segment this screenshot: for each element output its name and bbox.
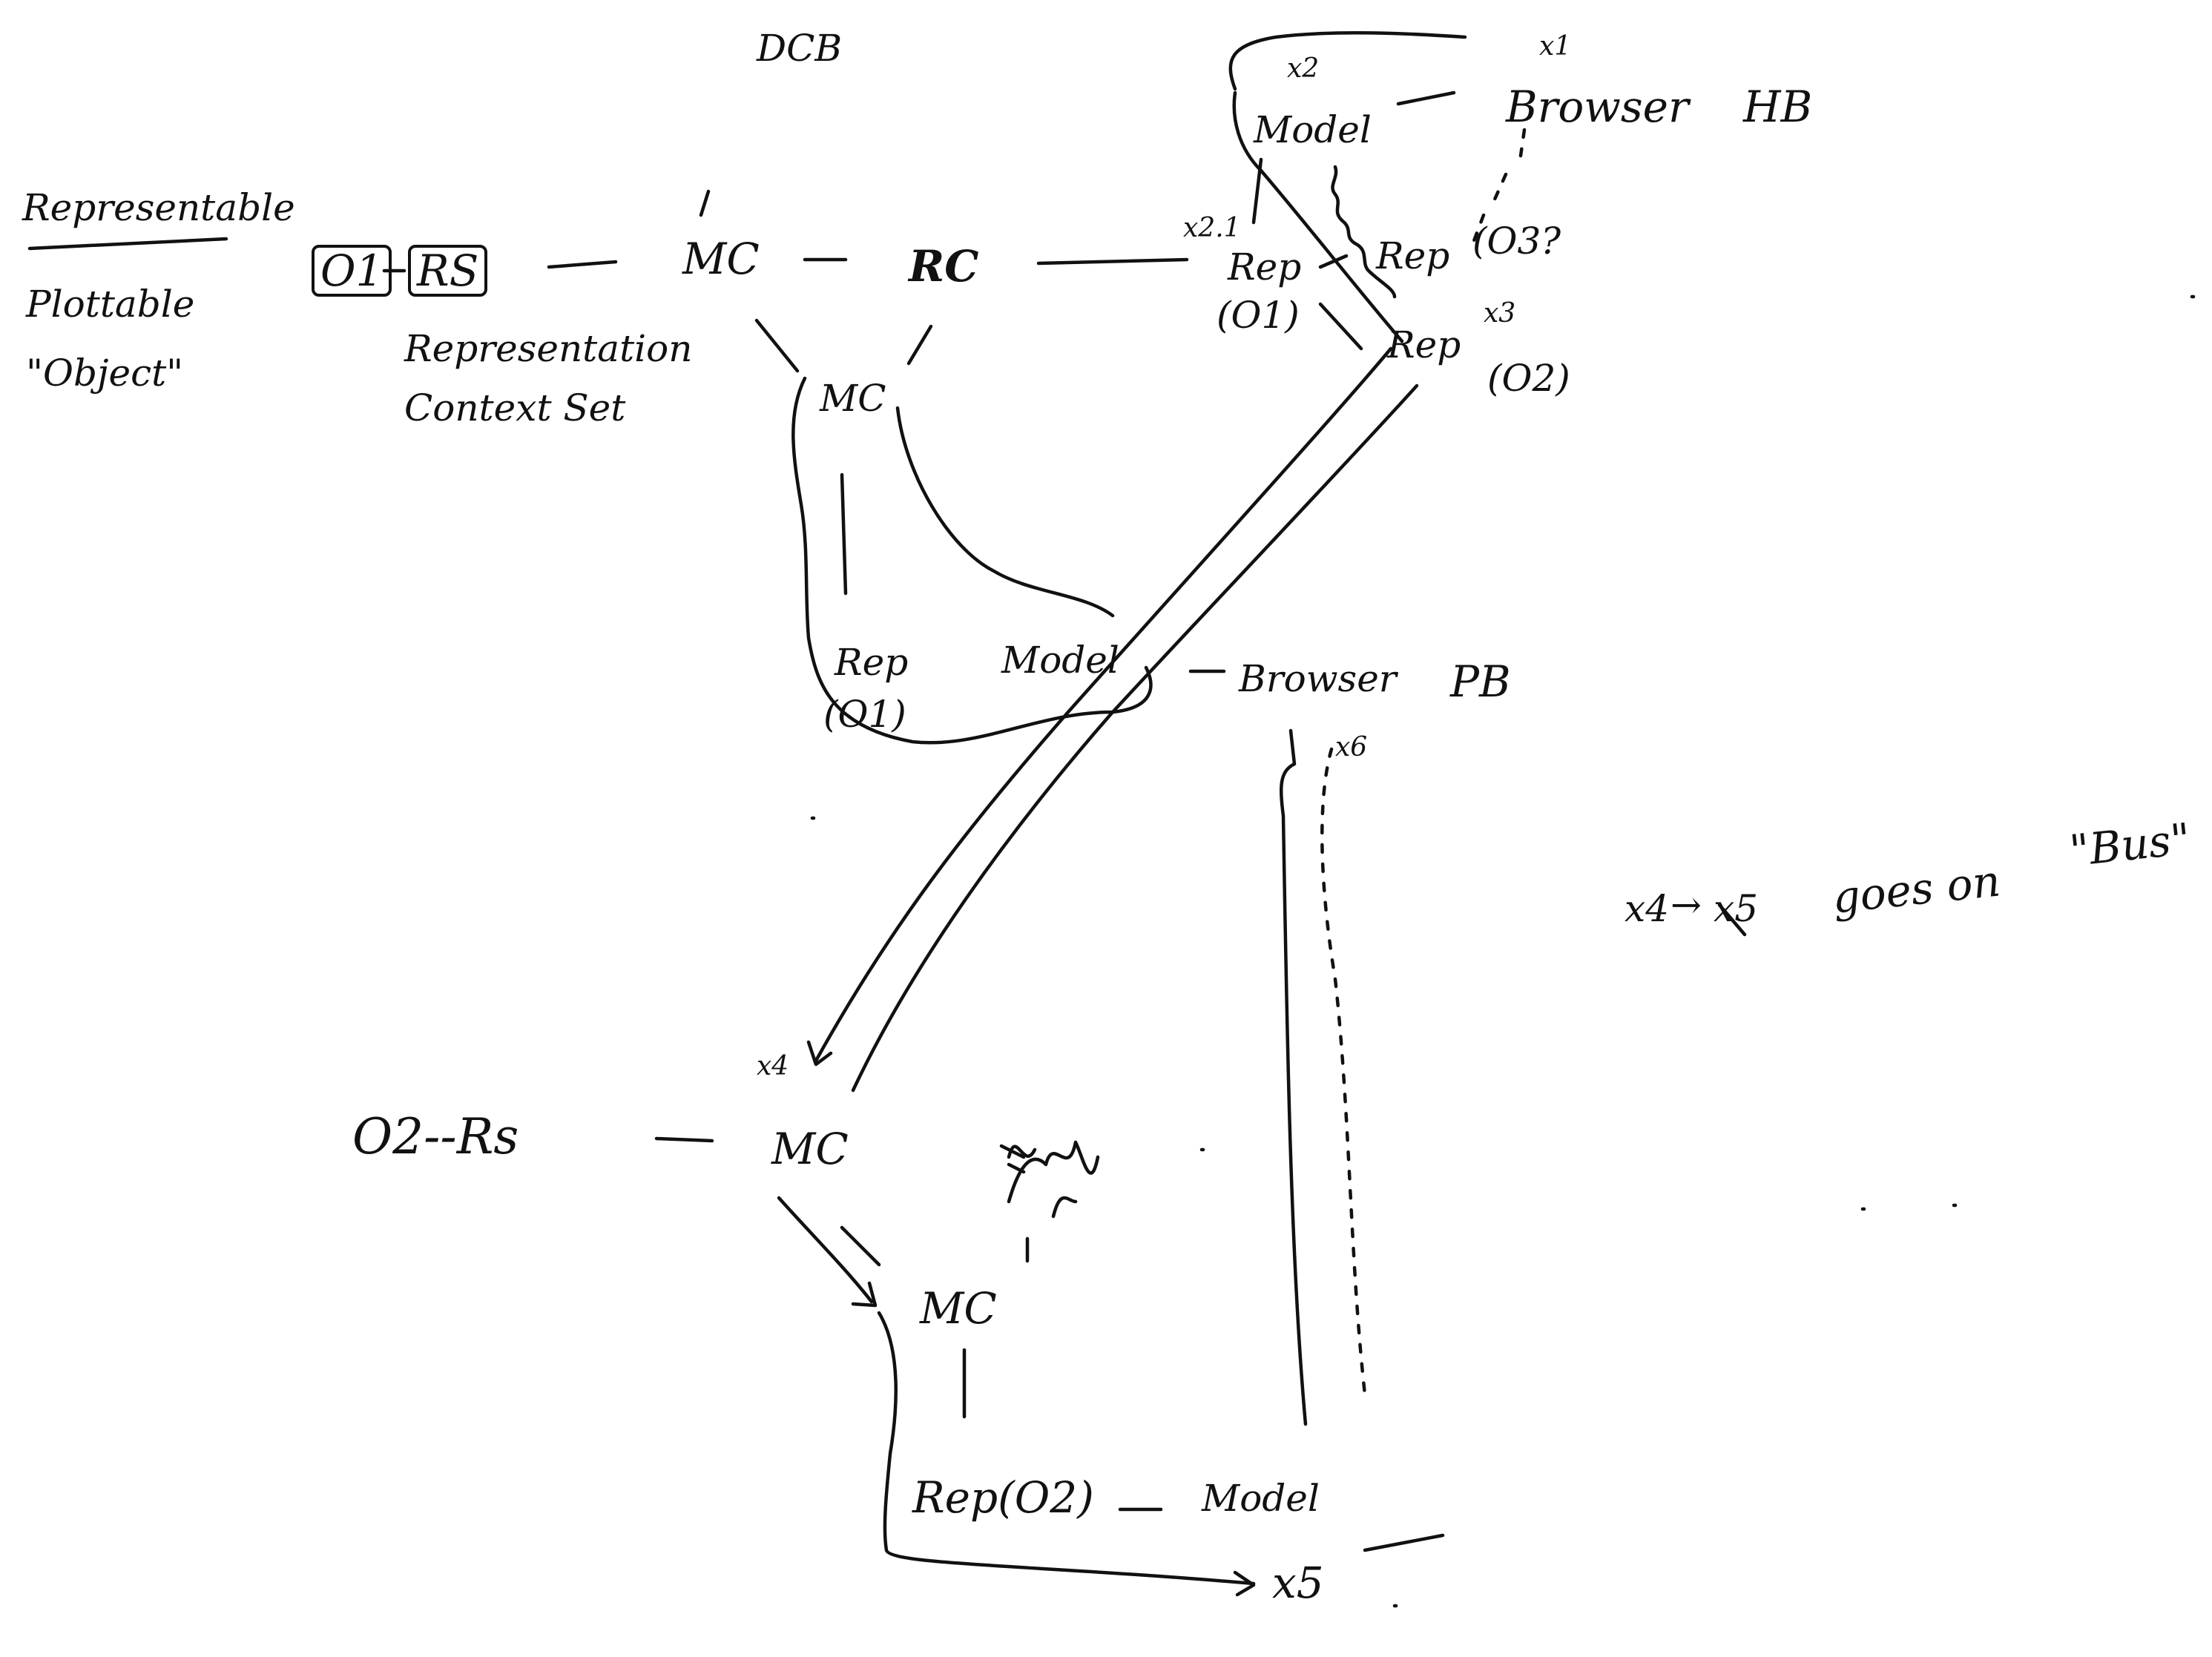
hb-cluster-outline [1228,30,1467,343]
mclower-down-line [840,472,848,596]
node-browser-pb: Browser [1239,657,1397,700]
hb-cluster-right [1470,128,1527,247]
note-arrow: → [1670,883,1702,926]
label-representable: Representable [22,186,295,229]
node-rep-o3: Rep [1376,234,1450,277]
node-mc-bottom-lower: MC [920,1283,997,1334]
curve-to-x5 [877,1311,1256,1586]
edge-mc-mclower-bottom-2 [840,1225,881,1267]
arrowhead-x4 [806,1040,833,1067]
loop-mclower-left [791,376,1153,745]
stray-dots [810,294,2196,1608]
note-bus: "Bus" [2067,813,2193,877]
loop-mclower-right [895,406,1115,618]
model-rep-squiggle [1331,165,1397,299]
label-hb: HB [1743,82,1813,132]
label-x4-bottom: x4 [757,1051,789,1081]
label-dcb: DCB [757,27,843,70]
label-x3: x3 [1484,298,1516,329]
node-o2-rs: O2--Rs [352,1108,519,1165]
node-rep-o1-top: Rep [1228,246,1302,289]
pb-down-line [1280,728,1308,1426]
node-model-bottom: Model [1202,1477,1320,1520]
node-mc-bottom: MC [771,1124,849,1174]
tick-x21 [1251,157,1263,225]
label-x2: x2 [1287,53,1320,84]
label-object: "Object" [26,352,184,395]
edge-rc-mclower [906,324,933,366]
edge-rc-rep [1036,257,1189,266]
edge-mc-mclower-bottom [777,1196,874,1304]
edge-repo1-repo3 [1318,254,1349,269]
label-o1-top: (O1) [1217,294,1300,337]
label-rs-caption-1: Representation [404,327,693,370]
node-rep-o2-bottom: Rep(O2) [912,1472,1094,1523]
edge-o2rs-mc [654,1136,714,1143]
edge-repo1-repo2 [1318,302,1363,351]
node-rep-o2-top: Rep [1387,323,1461,366]
note-strike [1717,903,1747,937]
mc-scribble [999,1140,1100,1263]
bottom-struck-underline [1363,1533,1445,1552]
label-x6: x6 [1335,732,1368,762]
arrowhead-mclower [851,1281,878,1308]
label-x5-bottom: x5 [1272,1558,1324,1608]
arrowhead-x5 [1233,1570,1256,1597]
label-o3: (O3? [1472,220,1561,263]
pb-dashed-line [1320,747,1367,1397]
node-model-hb: Model [1254,108,1372,151]
node-browser-hb: Browser [1506,82,1689,132]
node-o1: O1 [312,245,392,297]
tick-above-mc [699,189,711,217]
label-pb: PB [1450,656,1511,707]
label-x21: x2.1 [1183,213,1241,243]
diag-repo2-mc-b [851,383,1419,1093]
edge-rs-mc [547,260,618,269]
representable-underline [27,237,228,251]
note-x5: x5 [1714,887,1759,930]
node-rep-middle: Rep [835,641,909,684]
label-plottable: Plottable [26,283,195,326]
note-x4: x4 [1625,887,1670,930]
label-x1: x1 [1539,31,1572,62]
node-rc: RC [909,241,979,291]
node-mc-b: MC [820,377,886,420]
node-rs: RS [408,245,488,297]
diag-repo2-x4-a [814,346,1393,1063]
edge-mc-mclower [754,318,800,373]
label-rs-caption-2: Context Set [404,386,626,429]
label-o2-top: (O2) [1487,357,1570,400]
node-model-middle: Model [1001,639,1119,682]
node-mc-a: MC [682,234,760,284]
label-o1-middle: (O1) [823,693,906,736]
edge-model-browser-hb [1396,90,1456,106]
